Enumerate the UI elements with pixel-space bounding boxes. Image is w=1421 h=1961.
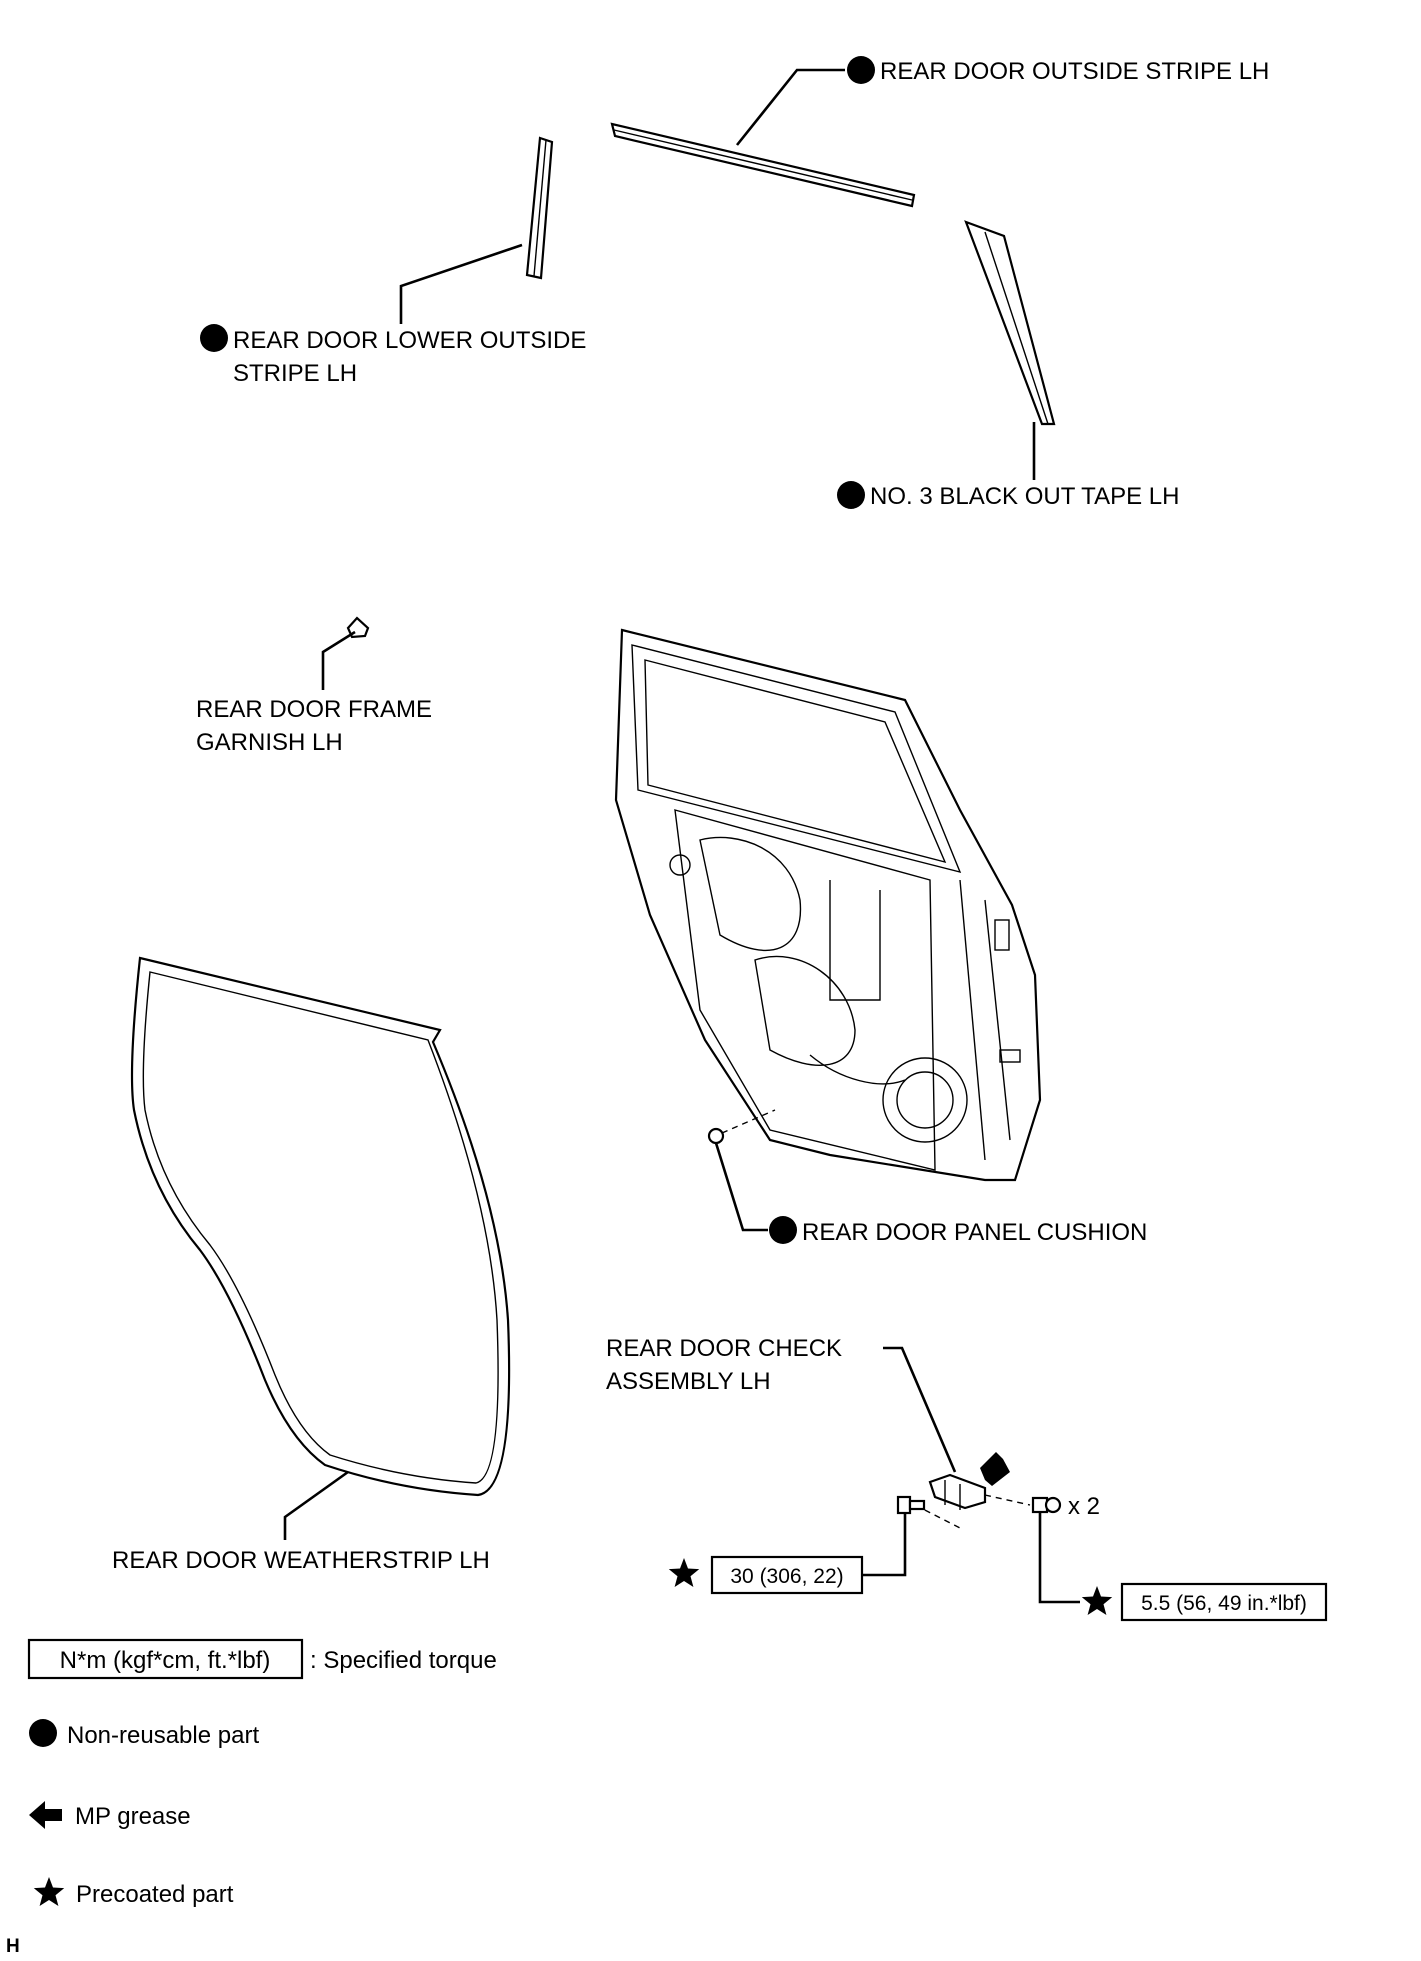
precoated-star-icon: [668, 1558, 700, 1587]
check-assembly-leader: [883, 1346, 957, 1473]
panel-cushion-part: [707, 1127, 725, 1145]
check-bolt-torque: 30 (306, 22): [730, 1565, 843, 1588]
door-bolt: [1031, 1496, 1062, 1514]
rear-door-panel: [614, 628, 1042, 1182]
lower-outside-stripe-part: [525, 136, 554, 280]
check-assembly-label-1: REAR DOOR CHECK: [606, 1335, 842, 1362]
door-bolt-torque-box: [1120, 1582, 1328, 1622]
black-out-tape-part: [964, 220, 1056, 426]
non-reusable-icon: [837, 481, 865, 509]
outside-stripe-leader: [735, 68, 845, 146]
legend: N*m (kgf*cm, ft.*lbf) : Specified torque…: [27, 1638, 497, 1908]
precoated-star-icon: [1081, 1586, 1113, 1615]
weatherstrip-leader: [283, 1470, 349, 1540]
panel-cushion-label: REAR DOOR PANEL CUSHION: [802, 1219, 1147, 1246]
legend-torque-text: : Specified torque: [310, 1647, 497, 1674]
legend-torque-box: [27, 1638, 304, 1680]
legend-mp-grease: MP grease: [75, 1803, 191, 1830]
frame-garnish-label-2: GARNISH LH: [196, 729, 343, 756]
outside-stripe-part: [610, 122, 916, 208]
check-bolt-guide: [914, 1504, 961, 1529]
panel-cushion-leader: [714, 1142, 768, 1232]
check-bolt: [896, 1495, 926, 1515]
legend-torque-unit: N*m (kgf*cm, ft.*lbf): [60, 1647, 271, 1674]
check-bolt-torque-box: [710, 1555, 864, 1595]
non-reusable-legend-icon: [29, 1719, 57, 1747]
frame-garnish-leader: [321, 630, 356, 690]
door-bolt-leader: [1038, 1512, 1080, 1604]
non-reusable-icon: [847, 56, 875, 84]
black-out-tape-label: NO. 3 BLACK OUT TAPE LH: [870, 483, 1179, 510]
legend-non-reusable: Non-reusable part: [67, 1722, 259, 1749]
panel-cushion-guide: [721, 1109, 776, 1134]
outside-stripe-label: REAR DOOR OUTSIDE STRIPE LH: [880, 58, 1269, 85]
corner-mark: H: [6, 1936, 20, 1957]
weatherstrip-part: [130, 956, 511, 1497]
check-assembly-part: [928, 1473, 987, 1510]
check-bolt-leader: [863, 1513, 907, 1577]
mp-grease-legend-icon: [29, 1801, 62, 1829]
non-reusable-icon: [769, 1216, 797, 1244]
weatherstrip-label: REAR DOOR WEATHERSTRIP LH: [112, 1547, 490, 1574]
lower-outside-stripe-leader: [399, 243, 523, 324]
check-assembly-label-2: ASSEMBLY LH: [606, 1368, 771, 1395]
precoated-legend-icon: [33, 1877, 65, 1906]
lower-outside-stripe-label-2: STRIPE LH: [233, 360, 357, 387]
lower-outside-stripe-label-1: REAR DOOR LOWER OUTSIDE: [233, 327, 586, 354]
door-bolt-torque: 5.5 (56, 49 in.*lbf): [1141, 1592, 1307, 1615]
frame-garnish-label-1: REAR DOOR FRAME: [196, 696, 432, 723]
quantity-label: x 2: [1068, 1493, 1100, 1520]
door-bolt-guide: [984, 1494, 1031, 1506]
mp-grease-arrow-icon: [980, 1452, 1010, 1486]
non-reusable-icon: [200, 324, 228, 352]
legend-precoated: Precoated part: [76, 1881, 234, 1908]
